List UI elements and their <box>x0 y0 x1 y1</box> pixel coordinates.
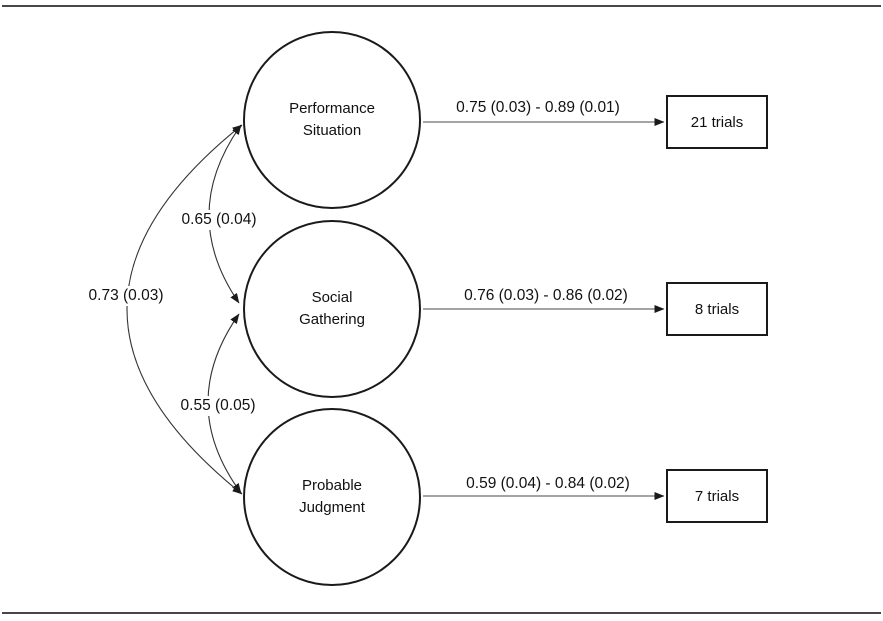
indicator-box-7-trials: 7 trials <box>666 469 768 523</box>
indicator-label: 7 trials <box>694 487 740 505</box>
top-rule <box>2 5 881 7</box>
covariance-label-performance-social: 0.65 (0.04) <box>178 210 260 230</box>
covariance-label-social-probable: 0.55 (0.05) <box>177 396 259 416</box>
loading-range-label-social: 0.76 (0.03) - 0.86 (0.02) <box>464 287 628 304</box>
latent-probable-judgment: Probable Judgment <box>243 408 421 586</box>
latent-label-line: Probable <box>301 477 363 494</box>
indicator-box-8-trials: 8 trials <box>666 282 768 336</box>
indicator-label: 21 trials <box>690 113 744 131</box>
covariance-arrow-performance-probable <box>126 124 243 495</box>
indicator-label: 8 trials <box>694 300 740 318</box>
latent-social-gathering: Social Gathering <box>243 220 421 398</box>
covariance-label-performance-probable: 0.73 (0.03) <box>85 286 167 306</box>
loading-range-label-performance: 0.75 (0.03) - 0.89 (0.01) <box>456 99 620 116</box>
latent-label-line: Situation <box>302 122 362 139</box>
latent-label-line: Social <box>311 289 353 306</box>
latent-label-line: Performance <box>289 100 375 117</box>
bottom-rule <box>2 612 881 614</box>
loading-range-label-probable: 0.59 (0.04) - 0.84 (0.02) <box>466 475 630 492</box>
latent-performance-situation: Performance Situation <box>243 31 421 209</box>
latent-label-line: Gathering <box>299 311 365 328</box>
indicator-box-21-trials: 21 trials <box>666 95 768 149</box>
latent-label-line: Judgment <box>299 499 365 516</box>
